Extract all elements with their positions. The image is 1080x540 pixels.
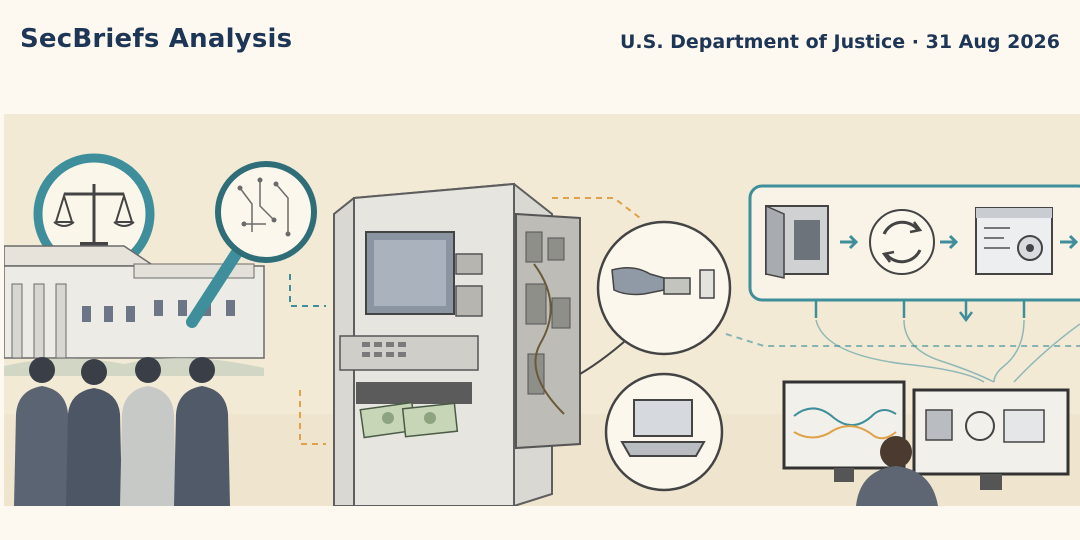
cash-icon <box>359 401 459 439</box>
magnifier-circuit-icon <box>186 161 317 328</box>
refresh-cycle-icon <box>869 209 935 275</box>
monitor-waveform-icon <box>782 380 1070 490</box>
hero-illustration <box>4 114 1080 506</box>
gear-window-icon <box>975 207 1053 275</box>
analyst-icon <box>856 436 938 506</box>
article-byline: U.S. Department of Justice · 31 Aug 2026 <box>619 31 1060 53</box>
process-flow-panel <box>748 184 1080 323</box>
open-vault-icon <box>765 204 829 279</box>
laptop-icon <box>604 372 724 492</box>
site-brand[interactable]: SecBriefs Analysis <box>20 24 293 54</box>
article-header: SecBriefs Analysis U.S. Department of Ju… <box>0 0 1080 110</box>
detained-individuals-figure <box>14 357 230 506</box>
atm-open-panel <box>515 212 655 450</box>
usb-device-icon <box>596 220 732 356</box>
